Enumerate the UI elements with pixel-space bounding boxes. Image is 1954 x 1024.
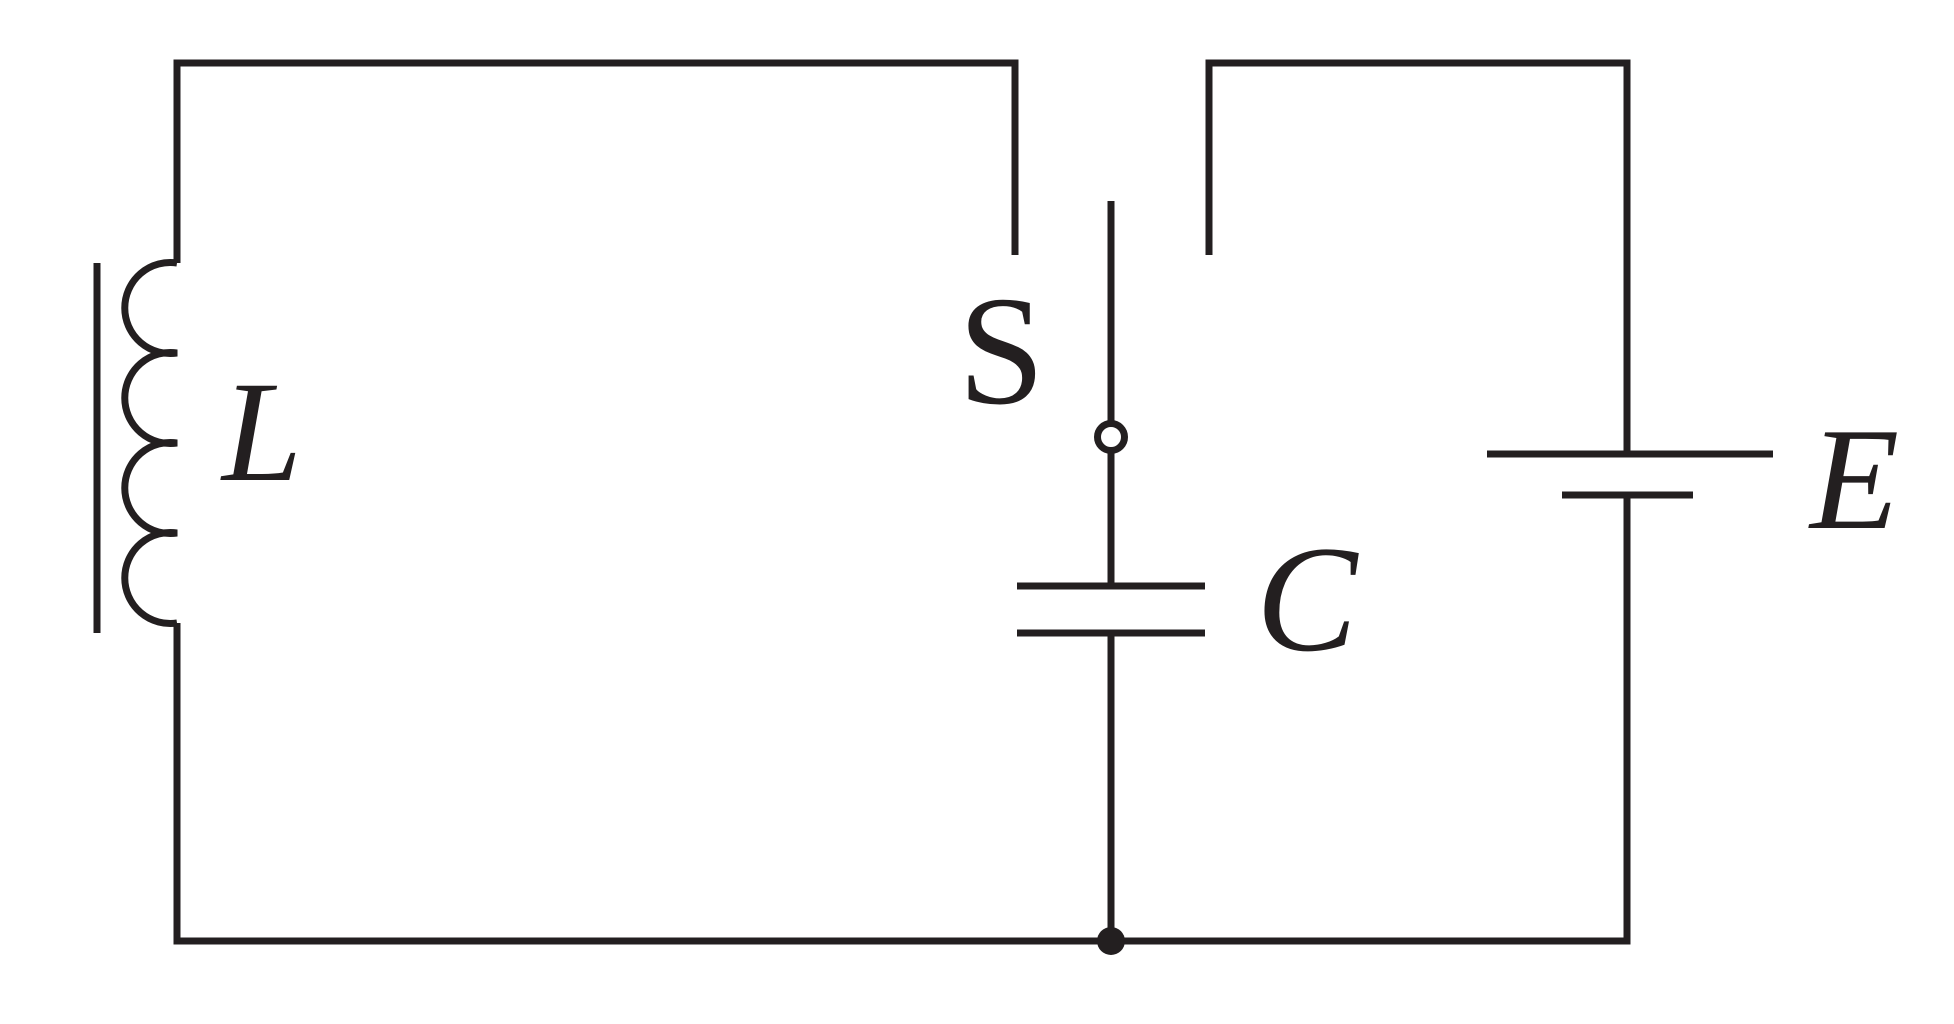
inductor-coil xyxy=(121,259,178,627)
capacitor xyxy=(1017,582,1205,637)
wire-left-loop xyxy=(173,59,1111,945)
battery xyxy=(1487,450,1773,499)
switch-pivot-circle xyxy=(1094,420,1128,454)
wire-right-loop xyxy=(1111,59,1631,945)
capacitor-label: C xyxy=(1256,515,1359,683)
inductor-label: L xyxy=(220,353,302,512)
junction-dot xyxy=(1097,927,1125,955)
labels-group: L S C E xyxy=(220,264,1899,683)
battery-label: E xyxy=(1808,398,1899,560)
inductor xyxy=(93,259,178,633)
switch-label: S xyxy=(958,264,1045,437)
wires xyxy=(93,59,1773,955)
switch xyxy=(1094,201,1128,454)
